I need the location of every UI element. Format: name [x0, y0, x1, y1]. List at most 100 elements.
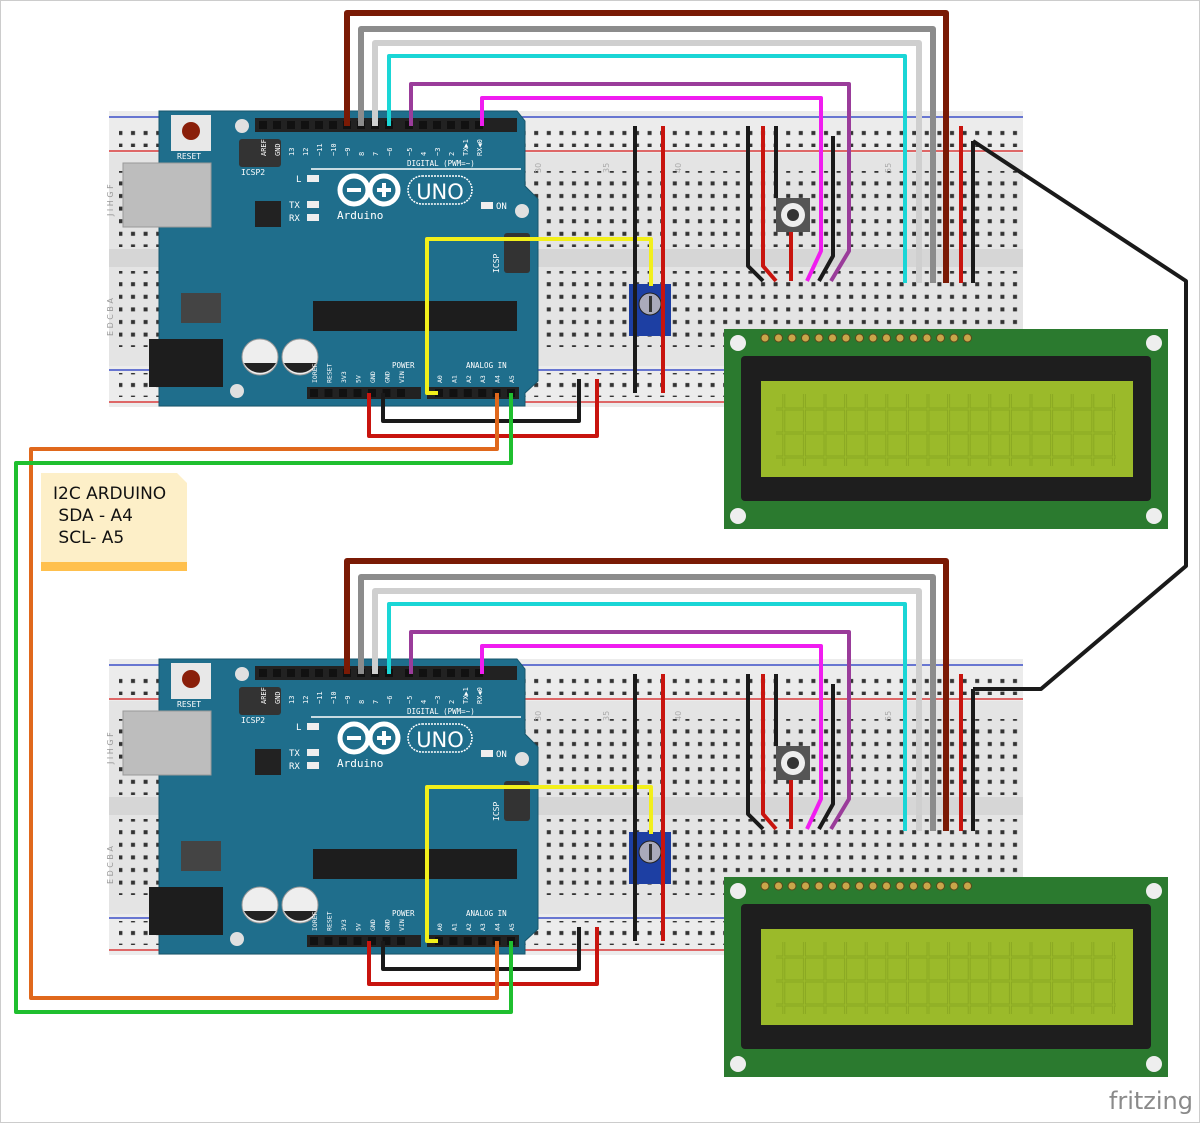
- pin-hole[interactable]: [382, 937, 391, 945]
- pin-label: 5V: [355, 923, 363, 931]
- pin-hole[interactable]: [447, 121, 455, 129]
- trimmer[interactable]: [776, 198, 810, 232]
- pin-hole[interactable]: [273, 669, 281, 677]
- pin-label: A1: [450, 375, 458, 383]
- pin-hole[interactable]: [447, 669, 455, 677]
- pin-hole[interactable]: [461, 669, 469, 677]
- wire-yellow[interactable]: [425, 237, 653, 395]
- pin-hole[interactable]: [461, 121, 469, 129]
- pin-label: A4: [494, 375, 502, 383]
- pin-hole[interactable]: [433, 121, 441, 129]
- pin-hole[interactable]: [287, 669, 295, 677]
- wire-cyan[interactable]: [387, 602, 907, 831]
- pin-hole[interactable]: [324, 389, 333, 397]
- wire-black-link[interactable]: [971, 139, 1188, 691]
- pin-label: A2: [465, 923, 473, 931]
- led-rx-label: RX: [289, 214, 300, 224]
- pin-hole[interactable]: [259, 669, 267, 677]
- pin-label: 4: [420, 700, 428, 704]
- pin-hole[interactable]: [475, 121, 483, 129]
- power-header: [307, 935, 421, 947]
- pin-hole[interactable]: [449, 389, 458, 397]
- pin-label: 7: [372, 152, 380, 156]
- pin-hole[interactable]: [478, 937, 487, 945]
- pin-label: ~3: [434, 148, 442, 156]
- pin-label: RESET: [326, 911, 334, 931]
- wire-purple[interactable]: [409, 82, 851, 283]
- pin-hole[interactable]: [315, 669, 323, 677]
- wire-white[interactable]: [372, 40, 922, 283]
- pin-hole[interactable]: [324, 937, 333, 945]
- wire-red-5v[interactable]: [367, 927, 599, 986]
- pin-label: ~11: [316, 691, 324, 704]
- wire-red-5v[interactable]: [367, 379, 599, 438]
- pin-hole[interactable]: [368, 389, 376, 397]
- pin-hole[interactable]: [397, 389, 405, 397]
- pin-hole[interactable]: [382, 389, 391, 397]
- pin-hole[interactable]: [397, 937, 405, 945]
- pin-label: A2: [465, 375, 473, 383]
- wire-black-gnd[interactable]: [381, 927, 581, 971]
- pin-hole[interactable]: [315, 121, 323, 129]
- pin-hole[interactable]: [329, 669, 337, 677]
- pin-hole[interactable]: [449, 937, 458, 945]
- wire-magenta[interactable]: [480, 644, 823, 830]
- pin-hole[interactable]: [339, 937, 347, 945]
- wire-black[interactable]: [746, 674, 765, 831]
- wire-purple[interactable]: [409, 630, 851, 831]
- pin-hole[interactable]: [368, 937, 376, 945]
- pin-hole[interactable]: [287, 121, 295, 129]
- pin-hole[interactable]: [353, 389, 362, 397]
- pin-label: 2: [448, 152, 456, 156]
- wire-red[interactable]: [761, 126, 778, 283]
- wire-black[interactable]: [746, 126, 765, 283]
- pin-hole[interactable]: [435, 389, 443, 397]
- pin-hole[interactable]: [419, 121, 427, 129]
- wire-cyan[interactable]: [387, 54, 907, 283]
- lcd-pin: [922, 881, 932, 891]
- wire-gray[interactable]: [358, 26, 936, 283]
- pin-hole[interactable]: [478, 389, 487, 397]
- wire-black[interactable]: [817, 684, 835, 830]
- wire-brown[interactable]: [344, 10, 949, 283]
- wire-gray[interactable]: [358, 574, 936, 831]
- row-letters-lower: E D C B A: [106, 298, 115, 336]
- pin-hole[interactable]: [419, 669, 427, 677]
- pin-label: 8: [358, 152, 366, 156]
- lcd-pin: [828, 333, 837, 343]
- pin-hole[interactable]: [463, 937, 472, 945]
- wire-magenta[interactable]: [480, 96, 823, 282]
- lcd-pin: [787, 881, 797, 891]
- wire-orange-sda[interactable]: [29, 393, 499, 1000]
- pin-hole[interactable]: [463, 389, 472, 397]
- wire-brown[interactable]: [344, 558, 949, 831]
- lcd-16x2[interactable]: [724, 329, 1168, 529]
- wire-yellow[interactable]: [425, 785, 653, 943]
- pin-hole[interactable]: [433, 669, 441, 677]
- pin-hole[interactable]: [435, 937, 443, 945]
- pin-hole[interactable]: [273, 121, 281, 129]
- icsp-label: ICSP: [492, 802, 501, 821]
- pin-hole[interactable]: [339, 389, 347, 397]
- wire-red[interactable]: [761, 674, 778, 831]
- wire-black-gnd[interactable]: [381, 379, 581, 423]
- pin-hole[interactable]: [475, 669, 483, 677]
- note-line: SCL- A5: [53, 528, 124, 548]
- wire-green-scl[interactable]: [14, 393, 513, 1014]
- pin-hole[interactable]: [353, 937, 362, 945]
- pin-hole[interactable]: [259, 121, 267, 129]
- pin-hole[interactable]: [301, 669, 309, 677]
- pin-hole[interactable]: [310, 937, 318, 945]
- model-label: UNO: [416, 180, 464, 204]
- pin-hole[interactable]: [329, 121, 337, 129]
- wire-black[interactable]: [817, 136, 835, 282]
- lcd-16x2[interactable]: [724, 877, 1168, 1077]
- pin-hole[interactable]: [301, 121, 309, 129]
- trimmer[interactable]: [776, 746, 810, 780]
- pin-hole[interactable]: [310, 389, 318, 397]
- note-line: SDA - A4: [53, 506, 133, 526]
- wire-white[interactable]: [372, 588, 922, 831]
